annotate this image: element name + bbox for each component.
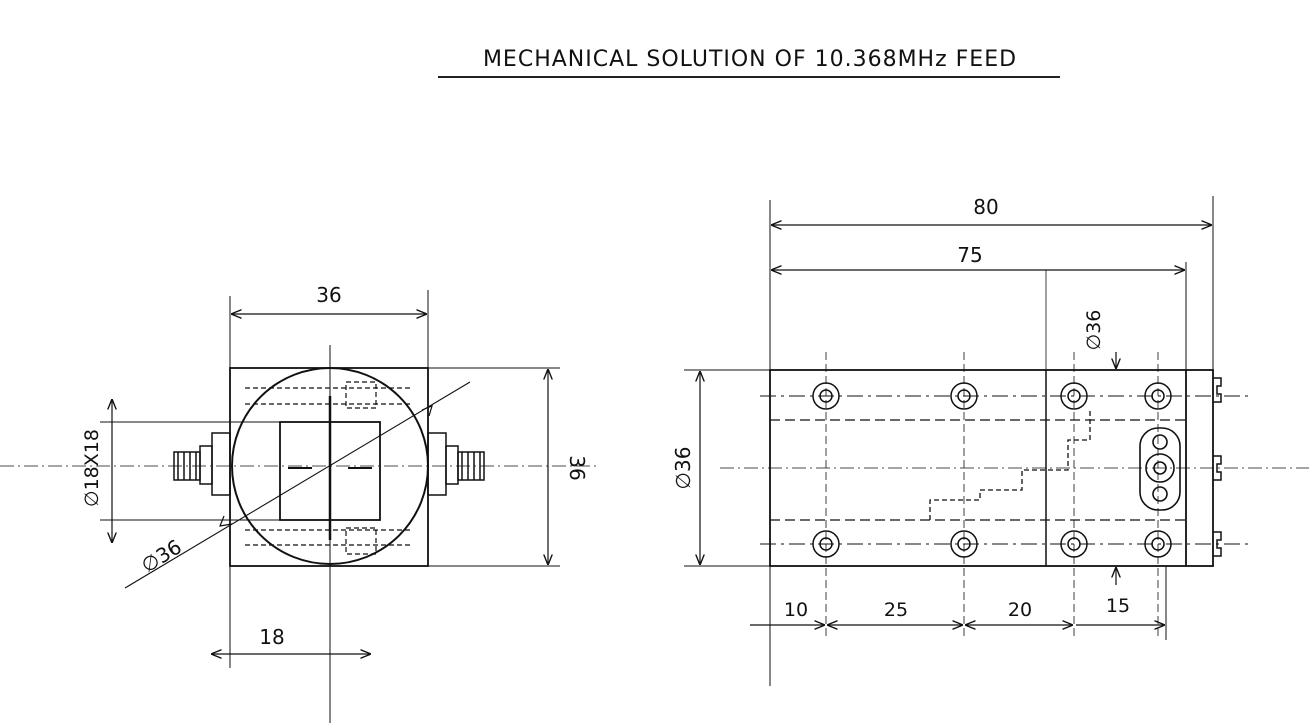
title-underline bbox=[438, 76, 1060, 78]
front-square-label: ∅18X18 bbox=[81, 429, 103, 507]
front-view bbox=[0, 290, 600, 723]
side-diameter-vertical-label: ∅36 bbox=[1083, 310, 1105, 351]
side-seg-label-3: 20 bbox=[1008, 599, 1032, 621]
front-hidden-top bbox=[245, 381, 410, 409]
front-diameter-label: ∅36 bbox=[137, 535, 186, 578]
side-seg-label-4: 15 bbox=[1106, 595, 1130, 617]
side-flange-tabs bbox=[1213, 377, 1222, 557]
front-diameter-leader bbox=[124, 381, 471, 589]
side-diameter-left-label: ∅36 bbox=[671, 447, 695, 490]
right-sma-connector bbox=[427, 432, 485, 496]
side-inner-label: 75 bbox=[957, 243, 982, 267]
side-seg-label-2: 25 bbox=[884, 599, 908, 621]
side-total-label: 80 bbox=[973, 195, 998, 219]
front-height-label: 36 bbox=[565, 455, 589, 480]
front-width-label: 36 bbox=[316, 283, 341, 307]
side-hidden-probe bbox=[929, 408, 1091, 520]
front-offset-label: 18 bbox=[259, 625, 284, 649]
side-view bbox=[684, 196, 1309, 686]
left-sma-connector bbox=[173, 432, 231, 496]
drawing-title: MECHANICAL SOLUTION OF 10.368MHz FEED bbox=[482, 47, 1018, 72]
side-screws bbox=[812, 382, 1172, 558]
side-connector bbox=[1139, 427, 1181, 511]
side-seg-label-1: 10 bbox=[784, 599, 808, 621]
front-hidden-bottom bbox=[245, 527, 410, 555]
